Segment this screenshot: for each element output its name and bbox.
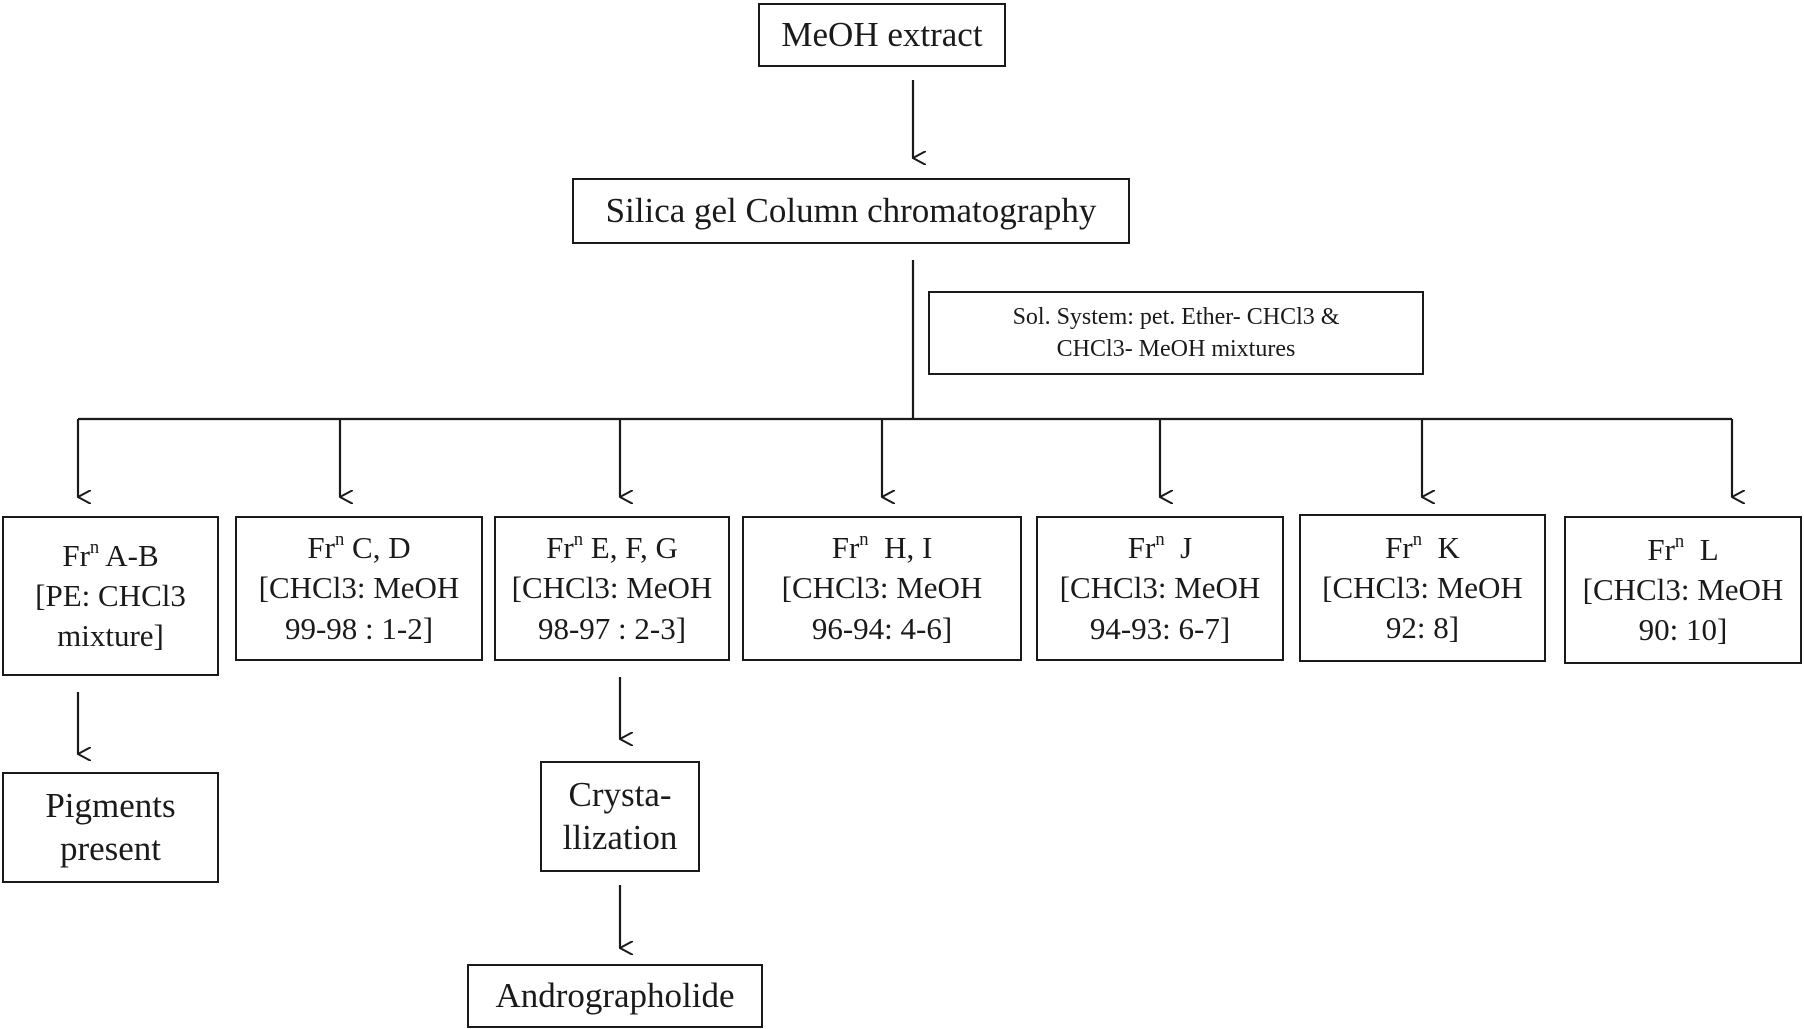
fraction-solvent-line-1: [CHCl3: MeOH <box>781 570 983 606</box>
solvent-line-2: CHCl3- MeOH mixtures <box>1056 336 1296 362</box>
fraction-solvent-line-2: 90: 10] <box>1638 612 1728 648</box>
node-fraction-j: Frn J [CHCl3: MeOH 94-93: 6-7] <box>1036 516 1284 661</box>
fraction-solvent-line-1: [CHCl3: MeOH <box>1322 569 1523 605</box>
fraction-solvent-line-2: 92: 8] <box>1385 610 1460 646</box>
node-fraction-cd: Frn C, D [CHCl3: MeOH 99-98 : 1-2] <box>235 516 483 661</box>
andrographolide-label: Andrographolide <box>495 975 735 1015</box>
fraction-solvent-line-1: [CHCl3: MeOH <box>1582 571 1784 607</box>
pigments-line-1: Pigments <box>45 785 176 825</box>
solvent-line-1: Sol. System: pet. Ether- CHCl3 & <box>1012 303 1340 330</box>
node-meoh-extract-label: MeOH extract <box>781 14 983 54</box>
crystallization-line-2: llization <box>562 817 678 857</box>
node-fraction-ab: Frn A-B [PE: CHCl3 mixture] <box>2 516 219 676</box>
node-fraction-k: Frn K [CHCl3: MeOH 92: 8] <box>1299 514 1546 662</box>
fraction-title: Frn J <box>1127 529 1193 566</box>
node-fraction-efg: Frn E, F, G [CHCl3: MeOH 98-97 : 2-3] <box>494 516 730 661</box>
node-fraction-hi: Frn H, I [CHCl3: MeOH 96-94: 4-6] <box>742 516 1022 661</box>
fraction-title: Frn E, F, G <box>546 529 678 566</box>
node-solvent-system: Sol. System: pet. Ether- CHCl3 & CHCl3- … <box>928 291 1424 375</box>
fraction-solvent-line-1: [PE: CHCl3 <box>35 577 186 613</box>
fraction-title: Frn L <box>1647 530 1719 567</box>
fraction-solvent-line-2: 98-97 : 2-3] <box>537 610 687 646</box>
crystallization-line-1: Crysta- <box>568 774 672 814</box>
fraction-solvent-line-1: [CHCl3: MeOH <box>258 570 460 606</box>
node-meoh-extract: MeOH extract <box>758 3 1006 67</box>
fraction-solvent-line-2: 99-98 : 1-2] <box>284 610 434 646</box>
fraction-title: Frn A-B <box>62 536 159 573</box>
fraction-solvent-line-2: mixture] <box>57 618 164 654</box>
node-silica-gel-column: Silica gel Column chromatography <box>572 178 1130 244</box>
node-silica-gel-label: Silica gel Column chromatography <box>605 190 1097 230</box>
fraction-solvent-line-2: 94-93: 6-7] <box>1089 610 1231 646</box>
node-fraction-l: Frn L [CHCl3: MeOH 90: 10] <box>1564 516 1802 664</box>
node-crystallization: Crysta- llization <box>540 761 700 872</box>
fraction-title: Frn K <box>1385 528 1460 565</box>
fraction-title: Frn H, I <box>831 529 933 566</box>
fraction-solvent-line-2: 96-94: 4-6] <box>811 610 953 646</box>
fraction-solvent-line-1: [CHCl3: MeOH <box>511 570 713 606</box>
fraction-title: Frn C, D <box>307 529 411 566</box>
fraction-solvent-line-1: [CHCl3: MeOH <box>1059 570 1261 606</box>
node-pigments-present: Pigments present <box>2 772 219 883</box>
node-andrographolide: Andrographolide <box>467 964 763 1028</box>
pigments-line-2: present <box>59 828 162 868</box>
